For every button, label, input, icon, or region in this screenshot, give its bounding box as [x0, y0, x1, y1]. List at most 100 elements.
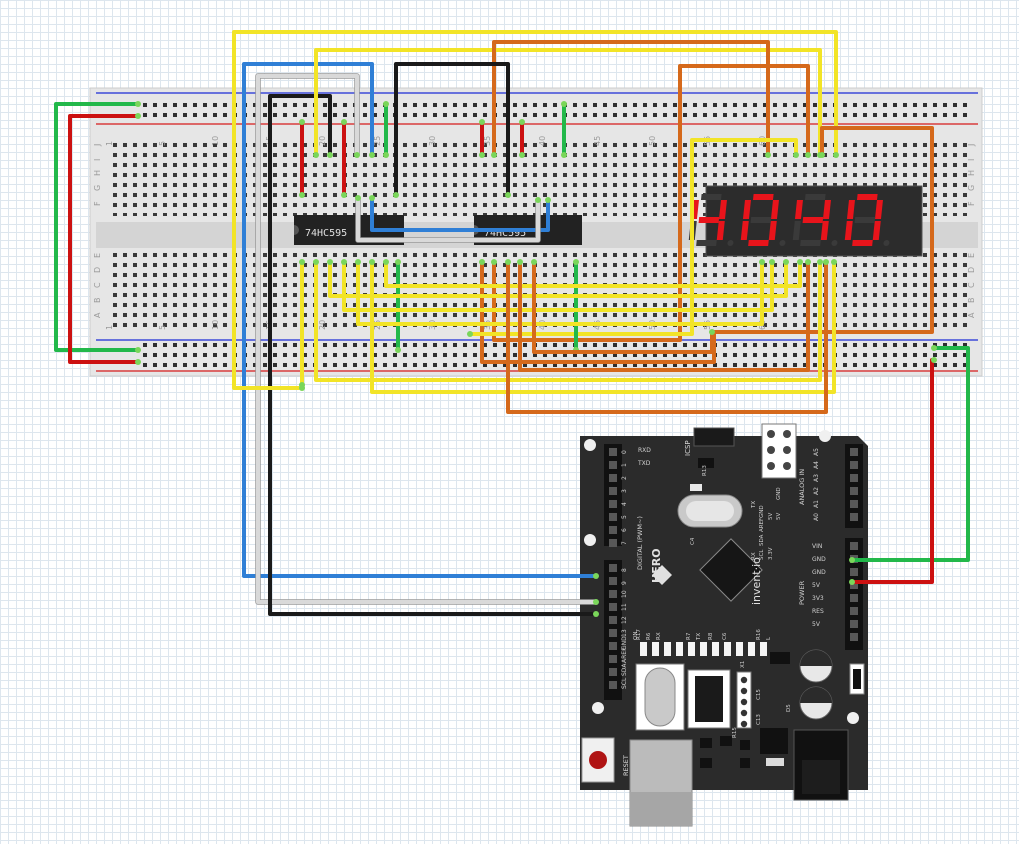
analog-pin-label: A1	[813, 500, 820, 508]
header-pin[interactable]	[609, 487, 617, 495]
segment-d	[852, 240, 873, 246]
smd-c6	[690, 484, 702, 491]
col-number-bottom: 5	[158, 325, 167, 330]
icsp-pin	[767, 430, 775, 438]
wire-endpoint	[759, 259, 765, 265]
header-pin[interactable]	[850, 474, 858, 482]
header-pin[interactable]	[850, 542, 858, 550]
header-pin[interactable]	[850, 500, 858, 508]
component-label: C13	[756, 714, 762, 725]
component-label: R7	[686, 632, 692, 640]
icsp-pin	[783, 462, 791, 470]
header-pin[interactable]	[609, 590, 617, 598]
header-pin[interactable]	[609, 616, 617, 624]
brand-logo-icon	[652, 565, 672, 585]
header-pin[interactable]	[609, 474, 617, 482]
header-pin[interactable]	[609, 642, 617, 650]
header-pin[interactable]	[850, 448, 858, 456]
smd-led	[736, 642, 743, 656]
row-letter-left: A	[93, 312, 102, 318]
wire-endpoint	[505, 259, 511, 265]
header-pin[interactable]	[850, 461, 858, 469]
power-pin-label: 5V	[812, 582, 821, 589]
digital-pin-label: 0	[621, 450, 628, 454]
header-pin[interactable]	[609, 461, 617, 469]
col-number-top: 1	[105, 141, 114, 146]
wire-endpoint	[849, 579, 855, 585]
wire-endpoint	[341, 192, 347, 198]
wire-endpoint	[355, 259, 361, 265]
wire-endpoint	[491, 259, 497, 265]
header-pin[interactable]	[609, 655, 617, 663]
l-label: L	[766, 636, 772, 640]
capacitor-1-mark	[800, 650, 832, 666]
digital-pin-label: 9	[621, 581, 628, 585]
smd-r13	[698, 458, 714, 468]
header-pin[interactable]	[850, 513, 858, 521]
component-label: R16	[756, 629, 762, 640]
header-pin[interactable]	[609, 448, 617, 456]
wire-green	[54, 102, 140, 352]
wire-orange	[492, 40, 770, 157]
component-label: R13	[702, 465, 708, 476]
row-letter-right: E	[967, 253, 976, 258]
row-letter-left: G	[93, 185, 102, 191]
row-letter-right: C	[967, 282, 976, 288]
col-number-top: 25	[373, 136, 382, 146]
reset-button-cap[interactable]	[589, 751, 607, 769]
header-pin[interactable]	[609, 526, 617, 534]
regulator-tab	[766, 758, 784, 766]
header-pin[interactable]	[609, 577, 617, 585]
header-pin[interactable]	[850, 633, 858, 641]
header-pin[interactable]	[850, 581, 858, 589]
decimal-point	[779, 240, 786, 246]
analog-label: ANALOG IN	[798, 469, 806, 505]
wire-endpoint	[299, 259, 305, 265]
header-pin[interactable]	[609, 629, 617, 637]
icsp2-pin-label: AREF	[759, 518, 765, 532]
header-pin[interactable]	[609, 668, 617, 676]
wire-endpoint	[765, 152, 771, 158]
x1-pin	[740, 709, 748, 717]
icsp-header	[761, 423, 797, 479]
wire-endpoint	[369, 152, 375, 158]
component-label: D5	[786, 704, 792, 712]
wire-blue	[370, 196, 550, 232]
segment-e	[844, 221, 853, 240]
usb-chip	[695, 676, 723, 722]
wire-endpoint	[393, 192, 399, 198]
header-pin[interactable]	[609, 539, 617, 547]
power-pin-label: VIN	[812, 543, 822, 550]
header-pin[interactable]	[850, 607, 858, 615]
component-label: R8	[708, 632, 714, 640]
display-digit	[740, 194, 786, 246]
wire-endpoint	[395, 259, 401, 265]
power-pin-label: GND	[812, 556, 826, 563]
wire-endpoint	[327, 259, 333, 265]
segment-e	[792, 221, 801, 240]
segment-f	[794, 200, 803, 219]
header-pin[interactable]	[850, 594, 858, 602]
wire-endpoint	[519, 152, 525, 158]
wire-black	[268, 94, 598, 616]
header-pin[interactable]	[850, 568, 858, 576]
header-pin[interactable]	[609, 564, 617, 572]
wire-blue	[242, 62, 598, 578]
header-pin[interactable]	[609, 681, 617, 689]
row-letter-left: E	[93, 253, 102, 258]
wire-endpoint	[793, 152, 799, 158]
digital-pin-label: 1	[621, 463, 628, 467]
wire-orange	[506, 260, 828, 414]
header-pin[interactable]	[850, 620, 858, 628]
header-pin[interactable]	[609, 500, 617, 508]
row-letter-left: I	[93, 159, 102, 161]
header-pin[interactable]	[609, 513, 617, 521]
header-pin[interactable]	[609, 603, 617, 611]
wire-red	[68, 114, 140, 364]
header-pin[interactable]	[850, 487, 858, 495]
on-label: ON	[633, 632, 639, 640]
led-row	[640, 642, 767, 656]
wire-endpoint	[369, 195, 375, 201]
